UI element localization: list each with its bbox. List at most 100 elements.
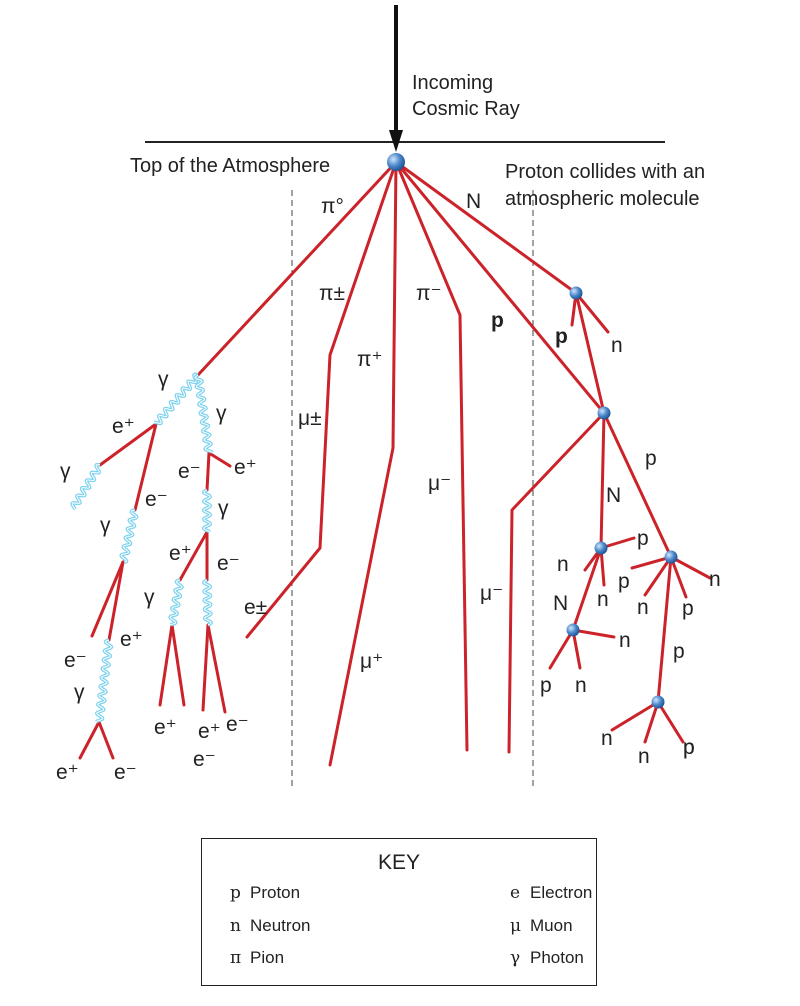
particle-label: n bbox=[611, 334, 623, 357]
key-symbol: μ bbox=[510, 916, 522, 936]
particle-label: γ bbox=[100, 514, 111, 537]
particle-label: π± bbox=[319, 282, 345, 305]
key-title: KEY bbox=[377, 851, 421, 874]
track-p-main bbox=[394, 160, 606, 415]
key-name: Proton bbox=[250, 883, 301, 902]
particle-label: π⁻ bbox=[416, 282, 442, 305]
particle-label: γ bbox=[60, 460, 71, 483]
key-name: Pion bbox=[250, 948, 285, 967]
particle-label: μ⁺ bbox=[360, 650, 383, 673]
particle-label: n bbox=[619, 629, 631, 652]
particle-label: γ bbox=[144, 586, 155, 609]
interaction-nodes bbox=[387, 153, 678, 709]
incoming-label-1: Incoming bbox=[412, 72, 493, 94]
key-symbol: p bbox=[230, 883, 241, 903]
key-item-proton: p Proton bbox=[230, 883, 300, 903]
particle-label: p bbox=[673, 640, 685, 663]
particle-tracks bbox=[78, 160, 712, 767]
particle-label: e⁻ bbox=[64, 649, 87, 672]
particle-label: π° bbox=[321, 195, 344, 218]
photon-tracks bbox=[70, 372, 214, 724]
particle-label: p bbox=[645, 447, 657, 470]
particle-label: μ⁻ bbox=[480, 582, 503, 605]
key-name: Electron bbox=[530, 883, 593, 902]
particle-label: p bbox=[683, 736, 695, 759]
particle-label: n bbox=[557, 553, 569, 576]
particle-label: p bbox=[618, 570, 630, 593]
incoming-label-2: Cosmic Ray bbox=[412, 98, 520, 120]
node-n5 bbox=[664, 550, 678, 564]
particle-label: e⁺ bbox=[56, 761, 79, 784]
particle-label: n bbox=[638, 745, 650, 768]
photon-wave-highlight bbox=[153, 373, 199, 424]
particle-label: p bbox=[682, 597, 694, 620]
key-item-pion: π Pion bbox=[230, 948, 284, 968]
track-pi0 bbox=[196, 160, 398, 377]
particle-label: p bbox=[555, 325, 568, 348]
collision-node bbox=[387, 153, 405, 171]
particle-label: e⁺ bbox=[154, 716, 177, 739]
particle-label: μ± bbox=[298, 407, 322, 430]
photon-wave-highlight bbox=[71, 464, 101, 510]
photon-wave-highlight bbox=[120, 509, 138, 563]
particle-label: μ⁻ bbox=[428, 472, 451, 495]
node-n2 bbox=[597, 406, 611, 420]
particle-label: e⁺ bbox=[120, 628, 143, 651]
key-symbol: π bbox=[230, 948, 242, 968]
photon-wave-highlight bbox=[203, 579, 212, 626]
key-item-electron: e Electron bbox=[510, 883, 592, 903]
particle-label: π⁺ bbox=[357, 348, 383, 371]
particle-label: e⁺ bbox=[112, 415, 135, 438]
particle-label: e⁺ bbox=[169, 542, 192, 565]
photon-wave-highlight bbox=[169, 579, 183, 626]
particle-label: γ bbox=[216, 402, 227, 425]
key-name: Muon bbox=[530, 916, 573, 935]
photon-wave bbox=[193, 373, 214, 454]
particle-label: N bbox=[553, 592, 568, 615]
particle-label: p bbox=[683, 736, 695, 759]
particle-label: γ bbox=[158, 368, 169, 391]
particle-label: p bbox=[491, 309, 504, 332]
node-n4 bbox=[566, 623, 580, 637]
particle-label: p bbox=[637, 527, 649, 550]
particle-label: N bbox=[606, 484, 621, 507]
key-name: Photon bbox=[530, 948, 584, 967]
top-atmosphere-label: Top of the Atmosphere bbox=[130, 155, 330, 177]
particle-label: e⁻ bbox=[193, 748, 216, 771]
collision-label-1: Proton collides with an bbox=[505, 161, 705, 183]
key-item-muon: μ Muon bbox=[510, 916, 573, 936]
particle-label: e⁻ bbox=[178, 460, 201, 483]
particle-label: e± bbox=[244, 596, 267, 619]
particle-label: n bbox=[709, 568, 721, 591]
node-n3 bbox=[594, 541, 608, 555]
collision-label-2: atmospheric molecule bbox=[505, 188, 700, 210]
key-legend: KEY p Proton n Neutron π Pion e Electron μ Mu… bbox=[201, 838, 597, 986]
key-name: Neutron bbox=[250, 916, 311, 935]
particle-labels: π° π± π⁺ π⁻ N p p n γ γ e⁺ e⁻ e⁺ γ e⁻ γ … bbox=[56, 190, 721, 784]
particle-label: n bbox=[575, 674, 587, 697]
particle-label: e⁻ bbox=[217, 552, 240, 575]
particle-label: n bbox=[637, 596, 649, 619]
particle-label: e⁻ bbox=[145, 488, 168, 511]
photon-wave-highlight bbox=[203, 489, 211, 533]
track-pi-plus bbox=[328, 160, 398, 767]
particle-label: γ bbox=[218, 497, 229, 520]
particle-label: e⁺ bbox=[234, 456, 257, 479]
node-n1 bbox=[569, 286, 583, 300]
photon-wave bbox=[70, 463, 101, 511]
key-symbol: e bbox=[510, 883, 521, 903]
track-pi-minus bbox=[394, 160, 469, 752]
particle-label: N bbox=[466, 190, 481, 213]
incoming-arrow bbox=[389, 5, 403, 152]
node-n6 bbox=[651, 695, 665, 709]
particle-label: γ bbox=[74, 681, 85, 704]
key-symbol: n bbox=[230, 916, 241, 936]
particle-label: e⁻ bbox=[226, 713, 249, 736]
particle-label: n bbox=[601, 727, 613, 750]
particle-label: n bbox=[597, 588, 609, 611]
particle-label: e⁻ bbox=[114, 761, 137, 784]
key-item-neutron: n Neutron bbox=[230, 916, 310, 936]
